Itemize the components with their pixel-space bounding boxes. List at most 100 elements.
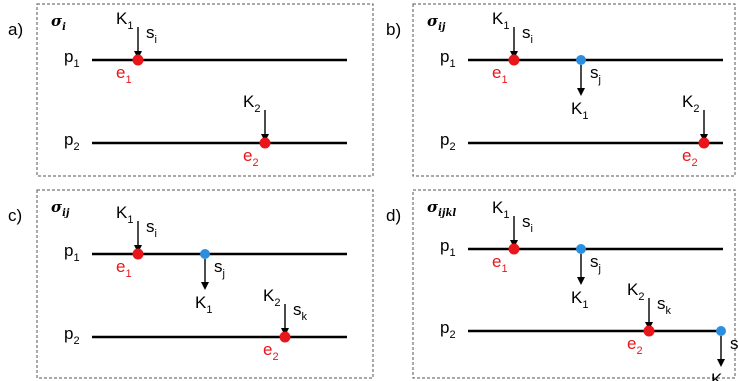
process-label-p2-main: p	[64, 130, 73, 149]
panel-letter: d)	[386, 206, 401, 225]
event-label-sub: 2	[691, 157, 697, 169]
process-label-p1-sub: 1	[449, 247, 455, 259]
message-label-K-main: K	[571, 288, 583, 307]
event-label: e1	[492, 252, 508, 275]
arrow-head	[577, 88, 585, 96]
message-label-K: K2	[682, 92, 699, 115]
sigma-subscript: ij	[62, 208, 70, 219]
event-label: e1	[116, 257, 132, 280]
message-label-s: sj	[590, 252, 601, 275]
process-label-p2-sub: 2	[449, 329, 455, 341]
arrow-head	[577, 277, 585, 285]
message-label-K-main: K	[263, 286, 275, 305]
process-label-p1-main: p	[440, 236, 449, 255]
event-dot	[508, 243, 520, 255]
message-label-K-main: K	[195, 293, 207, 312]
message-label-s-sub: k	[302, 311, 308, 323]
message-label-s-main: s	[730, 334, 738, 353]
process-label-p1-main: p	[64, 47, 73, 66]
event-label-sub: 2	[636, 345, 642, 357]
process-label-p2: p2	[64, 130, 80, 153]
message-label-s-main: s	[214, 257, 223, 276]
message-label-K-main: K	[243, 92, 255, 111]
panel-border	[36, 189, 374, 379]
event-label-main: e	[263, 340, 272, 359]
send-event: slK2	[711, 326, 738, 381]
message-label-s-main: s	[522, 212, 531, 231]
message-label-s: si	[522, 23, 533, 46]
event-dot	[259, 137, 271, 149]
message-label-s-sub: i	[155, 228, 157, 240]
message-label-s-main: s	[293, 300, 302, 319]
message-label-K-sub: 1	[127, 214, 133, 226]
message-label-K-main: K	[492, 198, 504, 217]
event-label: e1	[492, 63, 508, 86]
sigma-symbol: σ	[51, 12, 63, 30]
process-label-p2: p2	[440, 318, 456, 341]
message-label-K-sub: 1	[582, 299, 588, 311]
event-label: e2	[682, 146, 698, 169]
event-label-main: e	[243, 146, 252, 165]
message-label-s-sub: j	[598, 263, 601, 275]
message-label-K-sub: 2	[274, 297, 280, 309]
message-label-K-sub: 2	[638, 291, 644, 303]
event-dot	[279, 331, 291, 343]
message-label-s: sj	[590, 63, 601, 86]
sigma-label: σijkl	[427, 198, 456, 219]
sigma-label: σij	[51, 198, 70, 219]
event-label-sub: 1	[501, 263, 507, 275]
message-label-s: sl	[730, 334, 738, 357]
message-label-K: K2	[711, 370, 728, 381]
message-label-K-sub: 1	[127, 20, 133, 32]
event-label: e2	[627, 334, 643, 357]
message-label-K-main: K	[492, 9, 504, 28]
process-label-p1: p1	[64, 241, 80, 264]
message-label-K-main: K	[116, 9, 128, 28]
message-label-s-sub: j	[598, 74, 601, 86]
process-label-p2-sub: 2	[73, 335, 79, 347]
message-label-s-sub: j	[222, 268, 225, 280]
message-label-K-sub: 1	[206, 304, 212, 316]
process-label-p2-sub: 2	[449, 141, 455, 153]
message-label-s: sj	[214, 257, 225, 280]
process-label-p2-sub: 2	[73, 141, 79, 153]
event-label: e2	[243, 146, 259, 169]
sigma-symbol: σ	[427, 198, 439, 216]
event-label-main: e	[627, 334, 636, 353]
message-label-K: K1	[571, 99, 588, 122]
message-label-K-main: K	[571, 99, 583, 118]
message-label-K-main: K	[711, 370, 723, 381]
message-label-s: si	[522, 212, 533, 235]
sigma-symbol: σ	[51, 198, 63, 216]
event-dot	[508, 54, 520, 66]
event-label-sub: 2	[252, 157, 258, 169]
event-label-main: e	[116, 63, 125, 82]
message-label-K: K2	[627, 280, 644, 303]
event-dot	[132, 248, 144, 260]
message-label-s-sub: i	[155, 34, 157, 46]
send-dot	[200, 249, 210, 259]
send-dot	[576, 55, 586, 65]
process-label-p1-main: p	[64, 241, 73, 260]
message-label-K: K2	[243, 92, 260, 115]
message-label-K-sub: 2	[254, 103, 260, 115]
message-label-s: sk	[293, 300, 308, 323]
arrow-head	[717, 359, 725, 367]
sigma-symbol: σ	[427, 12, 439, 30]
receive-event: K2 e2	[682, 92, 710, 169]
sigma-label: σij	[427, 12, 446, 33]
message-label-K-sub: 1	[503, 209, 509, 221]
event-label-main: e	[682, 146, 691, 165]
panel-border	[412, 189, 736, 379]
process-label-p1-sub: 1	[73, 58, 79, 70]
event-label-main: e	[116, 257, 125, 276]
